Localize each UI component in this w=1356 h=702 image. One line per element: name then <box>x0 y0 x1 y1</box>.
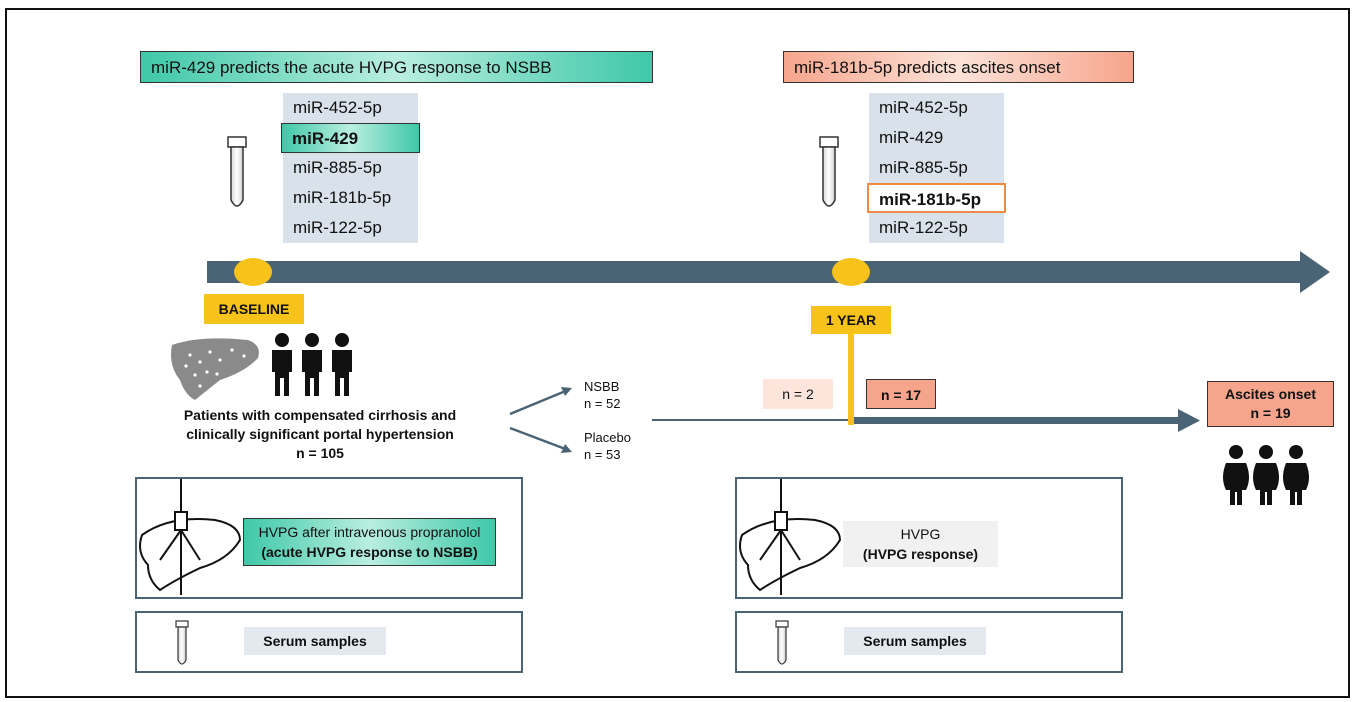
one-year-marker <box>832 258 870 286</box>
mirna-item: miR-452-5p <box>293 98 382 117</box>
serum-tube-icon-right <box>775 620 789 665</box>
ascites-patients-icon <box>1223 445 1309 505</box>
hvpg-box-right <box>735 477 1123 599</box>
mirna-item: miR-885-5p <box>879 158 968 177</box>
hvpg-liver-icon-left <box>139 478 242 595</box>
mirna-item-highlighted: miR-429 <box>281 123 420 153</box>
serum-tube-icon-left <box>175 620 189 665</box>
mirna-item: miR-885-5p <box>293 158 382 177</box>
liver-icon <box>171 338 259 400</box>
timeline-bar <box>207 261 1302 283</box>
mirna-item: miR-181b-5p <box>293 188 392 207</box>
randomization-arrows <box>509 387 572 453</box>
mirna-item: miR-122-5p <box>879 218 968 237</box>
mirna-item: miR-452-5p <box>879 98 968 117</box>
serum-box-left <box>135 611 523 673</box>
ascites-label: Ascites onset <box>1224 386 1317 402</box>
hvpg-box-left <box>135 477 523 599</box>
hvpg-right-line2: (HVPG response) <box>862 546 979 562</box>
hvpg-left-line1: HVPG after intravenous propranolol <box>258 524 481 540</box>
figure-frame <box>5 8 1350 698</box>
patients-line1: Patients with compensated cirrhosis and <box>183 407 457 423</box>
count-before-year: n = 2 <box>763 379 833 409</box>
one-year-line <box>848 330 854 425</box>
timeline-arrowhead <box>1300 251 1330 293</box>
test-tube-icon-right <box>819 136 839 207</box>
followup-line-thick <box>851 417 1181 424</box>
followup-arrowhead <box>1178 409 1200 432</box>
patients-line2: clinically significant portal hypertensi… <box>186 426 454 442</box>
ascites-n: n = 19 <box>1250 405 1291 421</box>
nsbb-label: NSBB <box>584 379 620 394</box>
ascites-onset-box: Ascites onset n = 19 <box>1207 381 1334 427</box>
test-tube-icon-left <box>227 136 247 207</box>
baseline-label: BASELINE <box>204 294 304 324</box>
banner-mir429: miR-429 predicts the acute HVPG response… <box>140 51 653 83</box>
placebo-n: n = 53 <box>584 447 621 462</box>
one-year-label: 1 YEAR <box>811 306 891 334</box>
mirna-item: miR-122-5p <box>293 218 382 237</box>
nsbb-arm: NSBB n = 52 <box>584 378 621 412</box>
serum-box-right <box>735 611 1123 673</box>
patients-icon <box>272 333 352 396</box>
baseline-marker <box>234 258 272 286</box>
hvpg-liver-icon-right <box>739 478 842 595</box>
mirna-list-left: miR-452-5p miR-429 miR-885-5p miR-181b-5… <box>281 93 420 243</box>
serum-label-right: Serum samples <box>844 627 986 655</box>
nsbb-n: n = 52 <box>584 396 621 411</box>
hvpg-label-right: HVPG (HVPG response) <box>843 521 998 567</box>
placebo-arm: Placebo n = 53 <box>584 429 631 463</box>
mirna-item-highlighted: miR-181b-5p <box>867 183 1006 213</box>
mirna-item: miR-429 <box>879 128 944 147</box>
hvpg-label-left: HVPG after intravenous propranolol (acut… <box>243 518 496 566</box>
count-after-year: n = 17 <box>866 379 936 409</box>
placebo-label: Placebo <box>584 430 631 445</box>
hvpg-left-line2: (acute HVPG response to NSBB) <box>261 544 478 560</box>
serum-label-left: Serum samples <box>244 627 386 655</box>
patients-n: n = 105 <box>296 445 344 461</box>
banner-mir181b: miR-181b-5p predicts ascites onset <box>783 51 1134 83</box>
patients-description: Patients with compensated cirrhosis and … <box>140 406 500 463</box>
hvpg-right-line1: HVPG <box>900 526 941 542</box>
mirna-list-right: miR-452-5p miR-429 miR-885-5p miR-181b-5… <box>867 93 1006 243</box>
